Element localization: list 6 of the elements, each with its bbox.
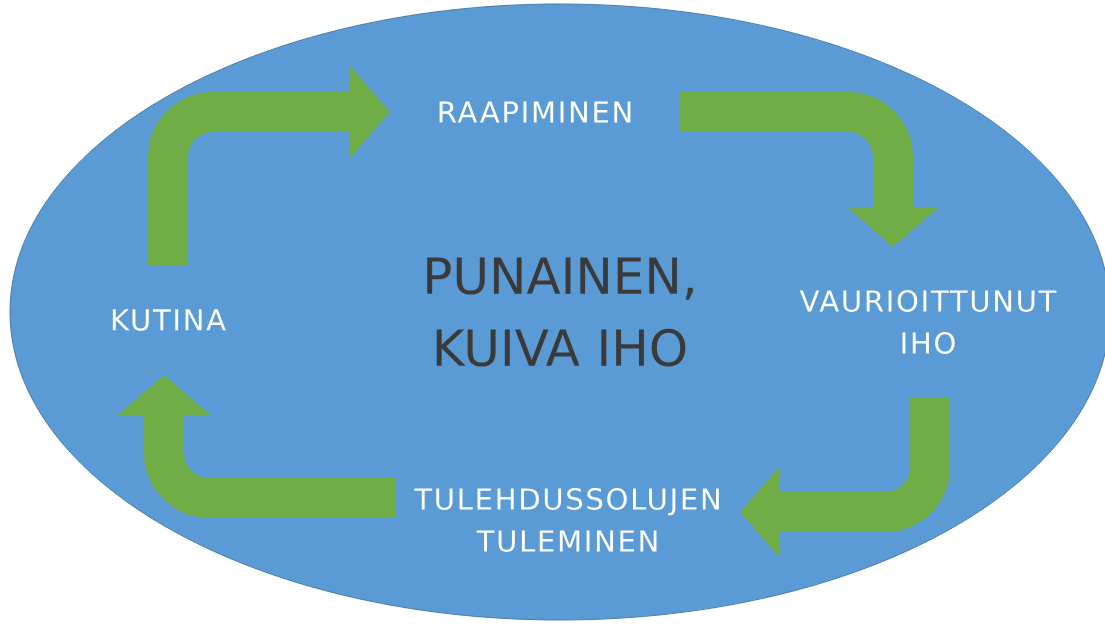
cycle-label: VAURIOITTUNUT IHO [799, 290, 1057, 354]
cycle-label: KUTINA [112, 309, 226, 331]
oval-background [9, 3, 1105, 621]
cycle-label: TULEHDUSSOLUJEN TULEMINEN [414, 488, 719, 552]
center-text: PUNAINEN, KUIVA IHO [427, 257, 693, 367]
cycle-label: RAAPIMINEN [439, 101, 631, 123]
